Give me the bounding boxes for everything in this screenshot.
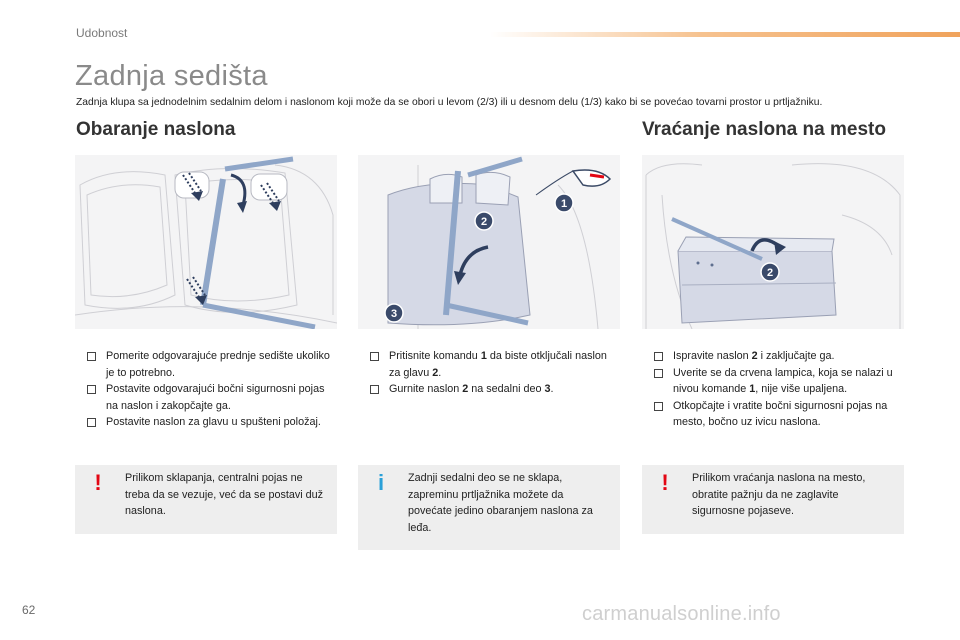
info-icon: i — [377, 470, 385, 495]
watermark: carmanualsonline.info — [582, 603, 781, 625]
callout-2-restore: 2 — [767, 267, 773, 279]
step-item: Ispravite naslon 2 i zaključajte ga. — [654, 348, 904, 365]
checkbox-bullet-icon — [87, 385, 96, 395]
step-item: Postavite odgovarajući bočni sigurnosni … — [87, 381, 337, 414]
illustration-lower-headrests — [75, 155, 337, 329]
steps-fold-action: Pritisnite komandu 1 da biste otključali… — [370, 348, 620, 398]
callout-3: 3 — [391, 308, 397, 320]
note-text: Prilikom vraćanja naslona na mesto, obra… — [692, 472, 866, 518]
step-item: Postavite naslon za glavu u spušteni pol… — [87, 414, 337, 431]
warning-icon: ! — [661, 470, 669, 495]
intro-text: Zadnja klupa sa jednodelnim sedalnim del… — [76, 97, 823, 108]
step-item: Gurnite naslon 2 na sedalni deo 3. — [370, 381, 620, 398]
checkbox-bullet-icon — [654, 368, 663, 378]
warning-note-fold: ! Prilikom sklapanja, centralni pojas ne… — [75, 465, 337, 534]
note-text: Prilikom sklapanja, centralni pojas ne t… — [125, 472, 324, 518]
checkbox-bullet-icon — [654, 401, 663, 411]
illustration-raise-backrest: 2 — [642, 155, 904, 329]
checkbox-bullet-icon — [654, 352, 663, 361]
steps-fold-prep: Pomerite odgovarajuće prednje sedište uk… — [87, 348, 337, 431]
step-item: Uverite se da crvena lampica, koja se na… — [654, 365, 904, 398]
page-number: 62 — [22, 603, 36, 617]
warning-icon: ! — [94, 470, 102, 495]
heading-fold: Obaranje naslona — [76, 119, 236, 140]
checkbox-bullet-icon — [370, 385, 379, 395]
illustration-fold-backrest: 1 2 3 — [358, 155, 620, 329]
callout-2: 2 — [481, 216, 487, 228]
steps-restore: Ispravite naslon 2 i zaključajte ga. Uve… — [654, 348, 904, 431]
section-tag: Udobnost — [76, 26, 128, 40]
note-text: Zadnji sedalni deo se ne sklapa, zapremi… — [408, 472, 593, 534]
heading-restore: Vraćanje naslona na mesto — [642, 119, 886, 140]
step-item: Otkopčajte i vratite bočni sigurnosni po… — [654, 398, 904, 431]
step-item: Pomerite odgovarajuće prednje sedište uk… — [87, 348, 337, 381]
page-title: Zadnja sedišta — [75, 60, 268, 92]
step-item: Pritisnite komandu 1 da biste otključali… — [370, 348, 620, 381]
checkbox-bullet-icon — [87, 352, 96, 361]
checkbox-bullet-icon — [370, 352, 379, 361]
info-note: i Zadnji sedalni deo se ne sklapa, zapre… — [358, 465, 620, 550]
checkbox-bullet-icon — [87, 418, 96, 428]
callout-1: 1 — [561, 198, 567, 210]
warning-note-restore: ! Prilikom vraćanja naslona na mesto, ob… — [642, 465, 904, 534]
header-accent-bar — [490, 32, 960, 37]
